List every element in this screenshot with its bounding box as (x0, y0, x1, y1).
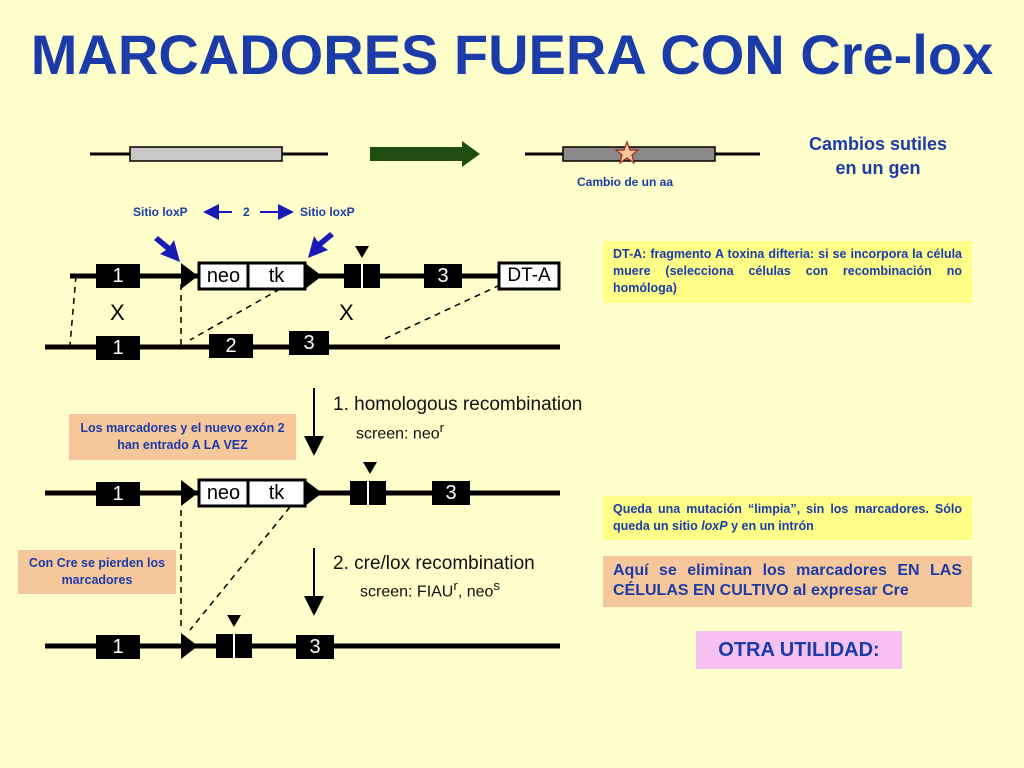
genome-exon-2 (209, 334, 253, 358)
loxp-triangle-icon (305, 480, 322, 506)
step2-screen-sup2: s (493, 578, 501, 593)
green-transition-arrow (370, 141, 480, 167)
targeting-construct (70, 246, 561, 291)
genome-exon-1 (96, 336, 140, 360)
queda-text-2: y en un intrón (727, 519, 814, 533)
mut-gene-block (562, 146, 716, 162)
genome-exon-3 (289, 331, 329, 355)
construct-exon-3 (424, 264, 462, 288)
cross-left-label: X (110, 300, 125, 325)
neo-tk-cassette (197, 478, 307, 508)
final-exon-3 (296, 635, 334, 659)
construct-exon-1 (96, 264, 140, 288)
cambio-aa-label: Cambio de un aa (577, 175, 674, 189)
queda-text-1: Queda una mutación “limpia”, sin los mar… (613, 502, 962, 533)
step1-screen: screen: neor (356, 420, 444, 443)
wt-gene-block (129, 146, 283, 162)
step1-screen-sup: r (439, 420, 445, 435)
cre-note-box: Con Cre se pierden los marcadores (18, 550, 176, 594)
cross-right-label: X (339, 300, 354, 325)
queda-note-box: Queda una mutación “limpia”, sin los mar… (603, 496, 972, 540)
construct-neo-label: neo (206, 265, 241, 287)
dta-box (497, 261, 561, 291)
marcadores-note-box: Los marcadores y el nuevo exón 2 han ent… (69, 414, 296, 460)
loxp-right-pointer-icon (308, 232, 334, 258)
genome-exon3-label: 3 (303, 332, 315, 354)
loxp-left-label: Sitio loxP (133, 205, 188, 219)
recomb-tk-label: tk (268, 482, 285, 504)
crossover-lines (69, 275, 501, 346)
mutation-marker-icon (363, 462, 377, 474)
loxp-right-label: Sitio loxP (300, 205, 355, 219)
construct-exon1-label: 1 (112, 265, 124, 287)
excision-lines (180, 506, 291, 631)
construct-dta-label: DT-A (507, 265, 551, 286)
construct-exon3-label: 3 (437, 265, 449, 287)
step1-title: 1. homologous recombination (333, 394, 583, 415)
final-exon-1 (96, 635, 140, 659)
cambios-line1: Cambios sutiles (808, 134, 948, 154)
dta-note-box: DT-A: fragmento A toxina difteria: si se… (603, 241, 972, 303)
recomb-neo-label: neo (206, 482, 241, 504)
step2-screen: screen: FIAUr, neos (360, 578, 500, 601)
genomic-locus (45, 331, 560, 360)
recomb-exon1-label: 1 (112, 483, 124, 505)
loxp-triangle-icon (181, 263, 198, 289)
loxp-triangle-icon (305, 263, 322, 289)
construct-tk-label: tk (268, 265, 285, 287)
recombined-locus (45, 462, 560, 508)
neo-tk-cassette (197, 261, 307, 291)
aqui-note-box: Aquí se eliminan los marcadores EN LAS C… (603, 556, 972, 607)
genome-exon2-label: 2 (225, 335, 237, 357)
loxp-triangle-icon (181, 480, 198, 506)
recomb-exon-3 (432, 481, 470, 505)
final-exon1-label: 1 (112, 636, 124, 658)
step2-screen-mid: , neo (457, 583, 494, 601)
final-locus (45, 615, 560, 659)
star-icon (614, 140, 640, 165)
recomb-exon3-label: 3 (445, 482, 457, 504)
recomb-exon-1 (96, 482, 140, 506)
loxp-middle-label: 2 (243, 205, 250, 219)
step2-title: 2. cre/lox recombination (333, 553, 535, 574)
step1-screen-text: screen: neo (356, 425, 440, 443)
loxp-labels-arrows (154, 204, 334, 262)
loxp-left-pointer-icon (154, 236, 180, 262)
step2-screen-sup1: r (453, 578, 458, 593)
final-exon3-label: 3 (309, 636, 321, 658)
step2-screen-text: screen: FIAU (360, 583, 454, 601)
mutation-marker-icon (355, 246, 369, 258)
mutation-marker-icon (227, 615, 241, 627)
top-gene-scheme (90, 140, 760, 167)
otra-utilidad-box: OTRA UTILIDAD: (696, 631, 902, 669)
cambios-sutiles-label: Cambios sutiles en un gen (790, 132, 966, 180)
page-title: MARCADORES FUERA CON Cre-lox (30, 23, 994, 86)
genome-exon1-label: 1 (112, 337, 124, 359)
cambios-line2: en un gen (835, 158, 921, 178)
queda-loxp-text: loxP (701, 519, 728, 533)
loxp-triangle-icon (181, 633, 198, 659)
